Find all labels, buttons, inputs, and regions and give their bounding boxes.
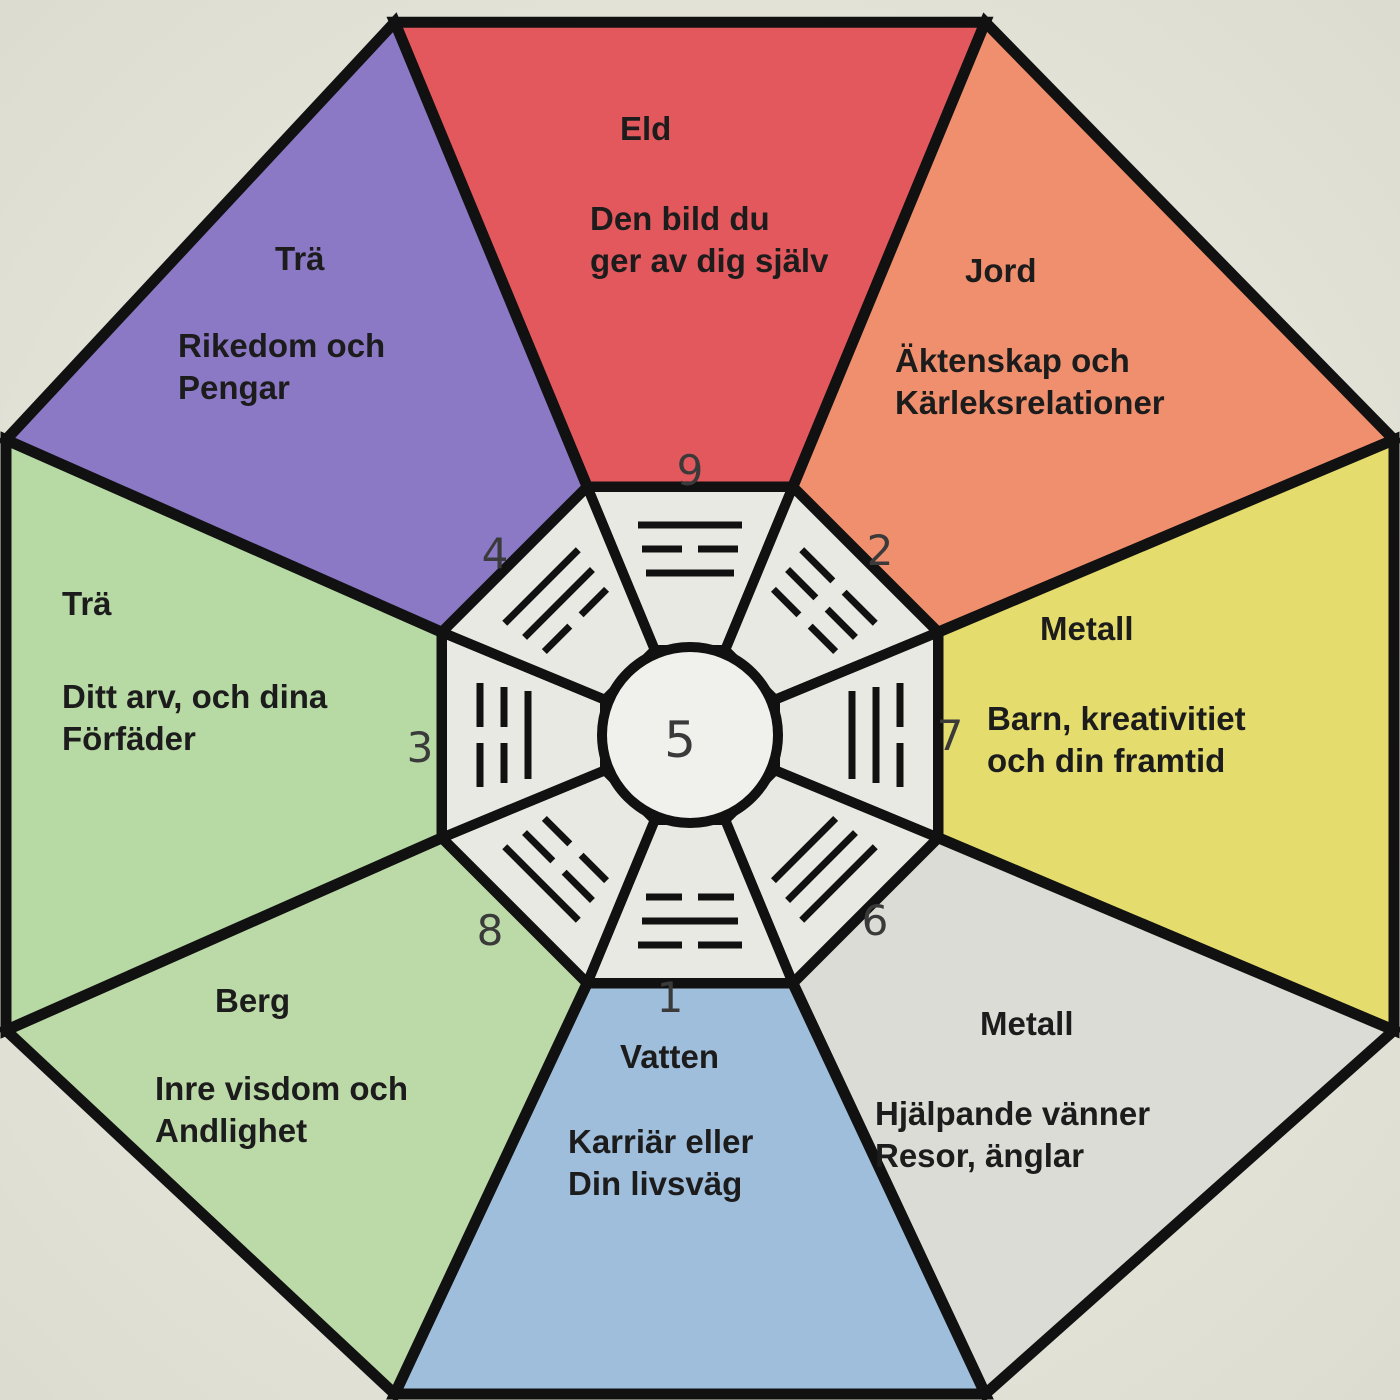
sector-description-wood1: Ditt arv, och dina bbox=[62, 678, 328, 715]
sector-description-earth: Äktenskap och bbox=[895, 342, 1130, 379]
sector-description-earth: Kärleksrelationer bbox=[895, 384, 1165, 421]
trigram-line-solid bbox=[522, 567, 595, 640]
trigram-line-broken bbox=[578, 852, 610, 884]
sector-number-water: 1 bbox=[657, 973, 684, 1022]
trigram-line-broken bbox=[785, 567, 819, 601]
sector-description-fire: ger av dig själv bbox=[590, 242, 829, 279]
center-number: 5 bbox=[664, 711, 696, 769]
trigram-line-broken bbox=[807, 623, 839, 655]
sector-element-wood2: Trä bbox=[275, 240, 325, 277]
trigram-metal2 bbox=[770, 815, 878, 923]
trigram-line-broken bbox=[770, 586, 802, 618]
sector-number-earth: 2 bbox=[867, 526, 894, 575]
sector-description-water: Karriär eller bbox=[568, 1123, 753, 1160]
sector-element-fire: Eld bbox=[620, 110, 671, 147]
sector-description-mountain: Inre visdom och bbox=[155, 1070, 408, 1107]
trigram-metal1 bbox=[848, 683, 904, 787]
sector-element-water: Vatten bbox=[620, 1038, 719, 1075]
sector-element-mountain: Berg bbox=[215, 982, 290, 1019]
sector-description-wood2: Rikedom och bbox=[178, 327, 385, 364]
sector-number-metal1: 7 bbox=[937, 711, 964, 760]
sector-element-earth: Jord bbox=[965, 252, 1037, 289]
trigram-mountain bbox=[502, 815, 610, 923]
trigram-earth bbox=[770, 547, 878, 655]
sector-number-wood1: 3 bbox=[407, 723, 434, 772]
center-circle bbox=[597, 642, 783, 828]
sector-element-metal2: Metall bbox=[980, 1005, 1074, 1042]
sector-number-mountain: 8 bbox=[477, 906, 504, 955]
trigram-line-broken bbox=[824, 606, 858, 640]
sector-element-metal1: Metall bbox=[1040, 610, 1134, 647]
center-layer: 5 bbox=[597, 642, 783, 828]
trigram-line-broken bbox=[578, 586, 610, 618]
trigram-line-broken bbox=[799, 547, 836, 584]
sector-description-fire: Den bild du bbox=[590, 200, 770, 237]
sector-description-metal1: Barn, kreativitiet bbox=[987, 700, 1246, 737]
trigram-wood2 bbox=[502, 547, 610, 655]
sector-number-metal2: 6 bbox=[862, 896, 889, 945]
trigram-line-solid bbox=[799, 844, 878, 923]
trigram-line-solid bbox=[502, 547, 581, 626]
trigram-line-broken bbox=[522, 830, 556, 864]
sector-description-mountain: Andlighet bbox=[155, 1112, 307, 1149]
sector-number-wood2: 4 bbox=[482, 529, 509, 578]
sector-description-wood1: Förfäder bbox=[62, 720, 196, 757]
sector-element-wood1: Trä bbox=[62, 585, 112, 622]
trigram-layer bbox=[476, 521, 904, 949]
trigram-line-solid bbox=[785, 830, 858, 903]
sector-description-metal2: Hjälpande vänner bbox=[875, 1095, 1150, 1132]
trigram-line-broken bbox=[541, 623, 573, 655]
sector-description-water: Din livsväg bbox=[568, 1165, 742, 1202]
sector-description-metal2: Resor, änglar bbox=[875, 1137, 1084, 1174]
sector-number-fire: 9 bbox=[677, 446, 704, 495]
trigram-line-broken bbox=[561, 869, 595, 903]
sector-description-wood2: Pengar bbox=[178, 369, 290, 406]
trigram-line-solid bbox=[502, 844, 581, 923]
trigram-water bbox=[638, 893, 742, 949]
trigram-fire bbox=[638, 521, 742, 577]
trigram-line-solid bbox=[770, 815, 839, 884]
trigram-wood1 bbox=[476, 683, 532, 787]
trigram-line-broken bbox=[841, 589, 878, 626]
sector-description-metal1: och din framtid bbox=[987, 742, 1225, 779]
trigram-line-broken bbox=[541, 815, 573, 847]
